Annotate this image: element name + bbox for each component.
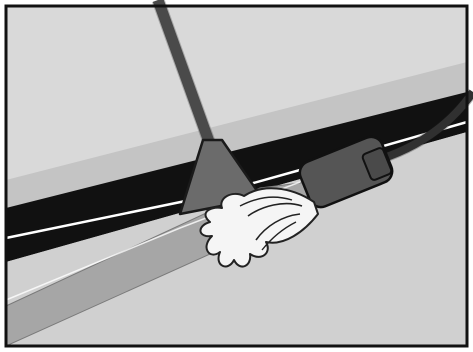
illustration-canvas — [0, 0, 473, 352]
